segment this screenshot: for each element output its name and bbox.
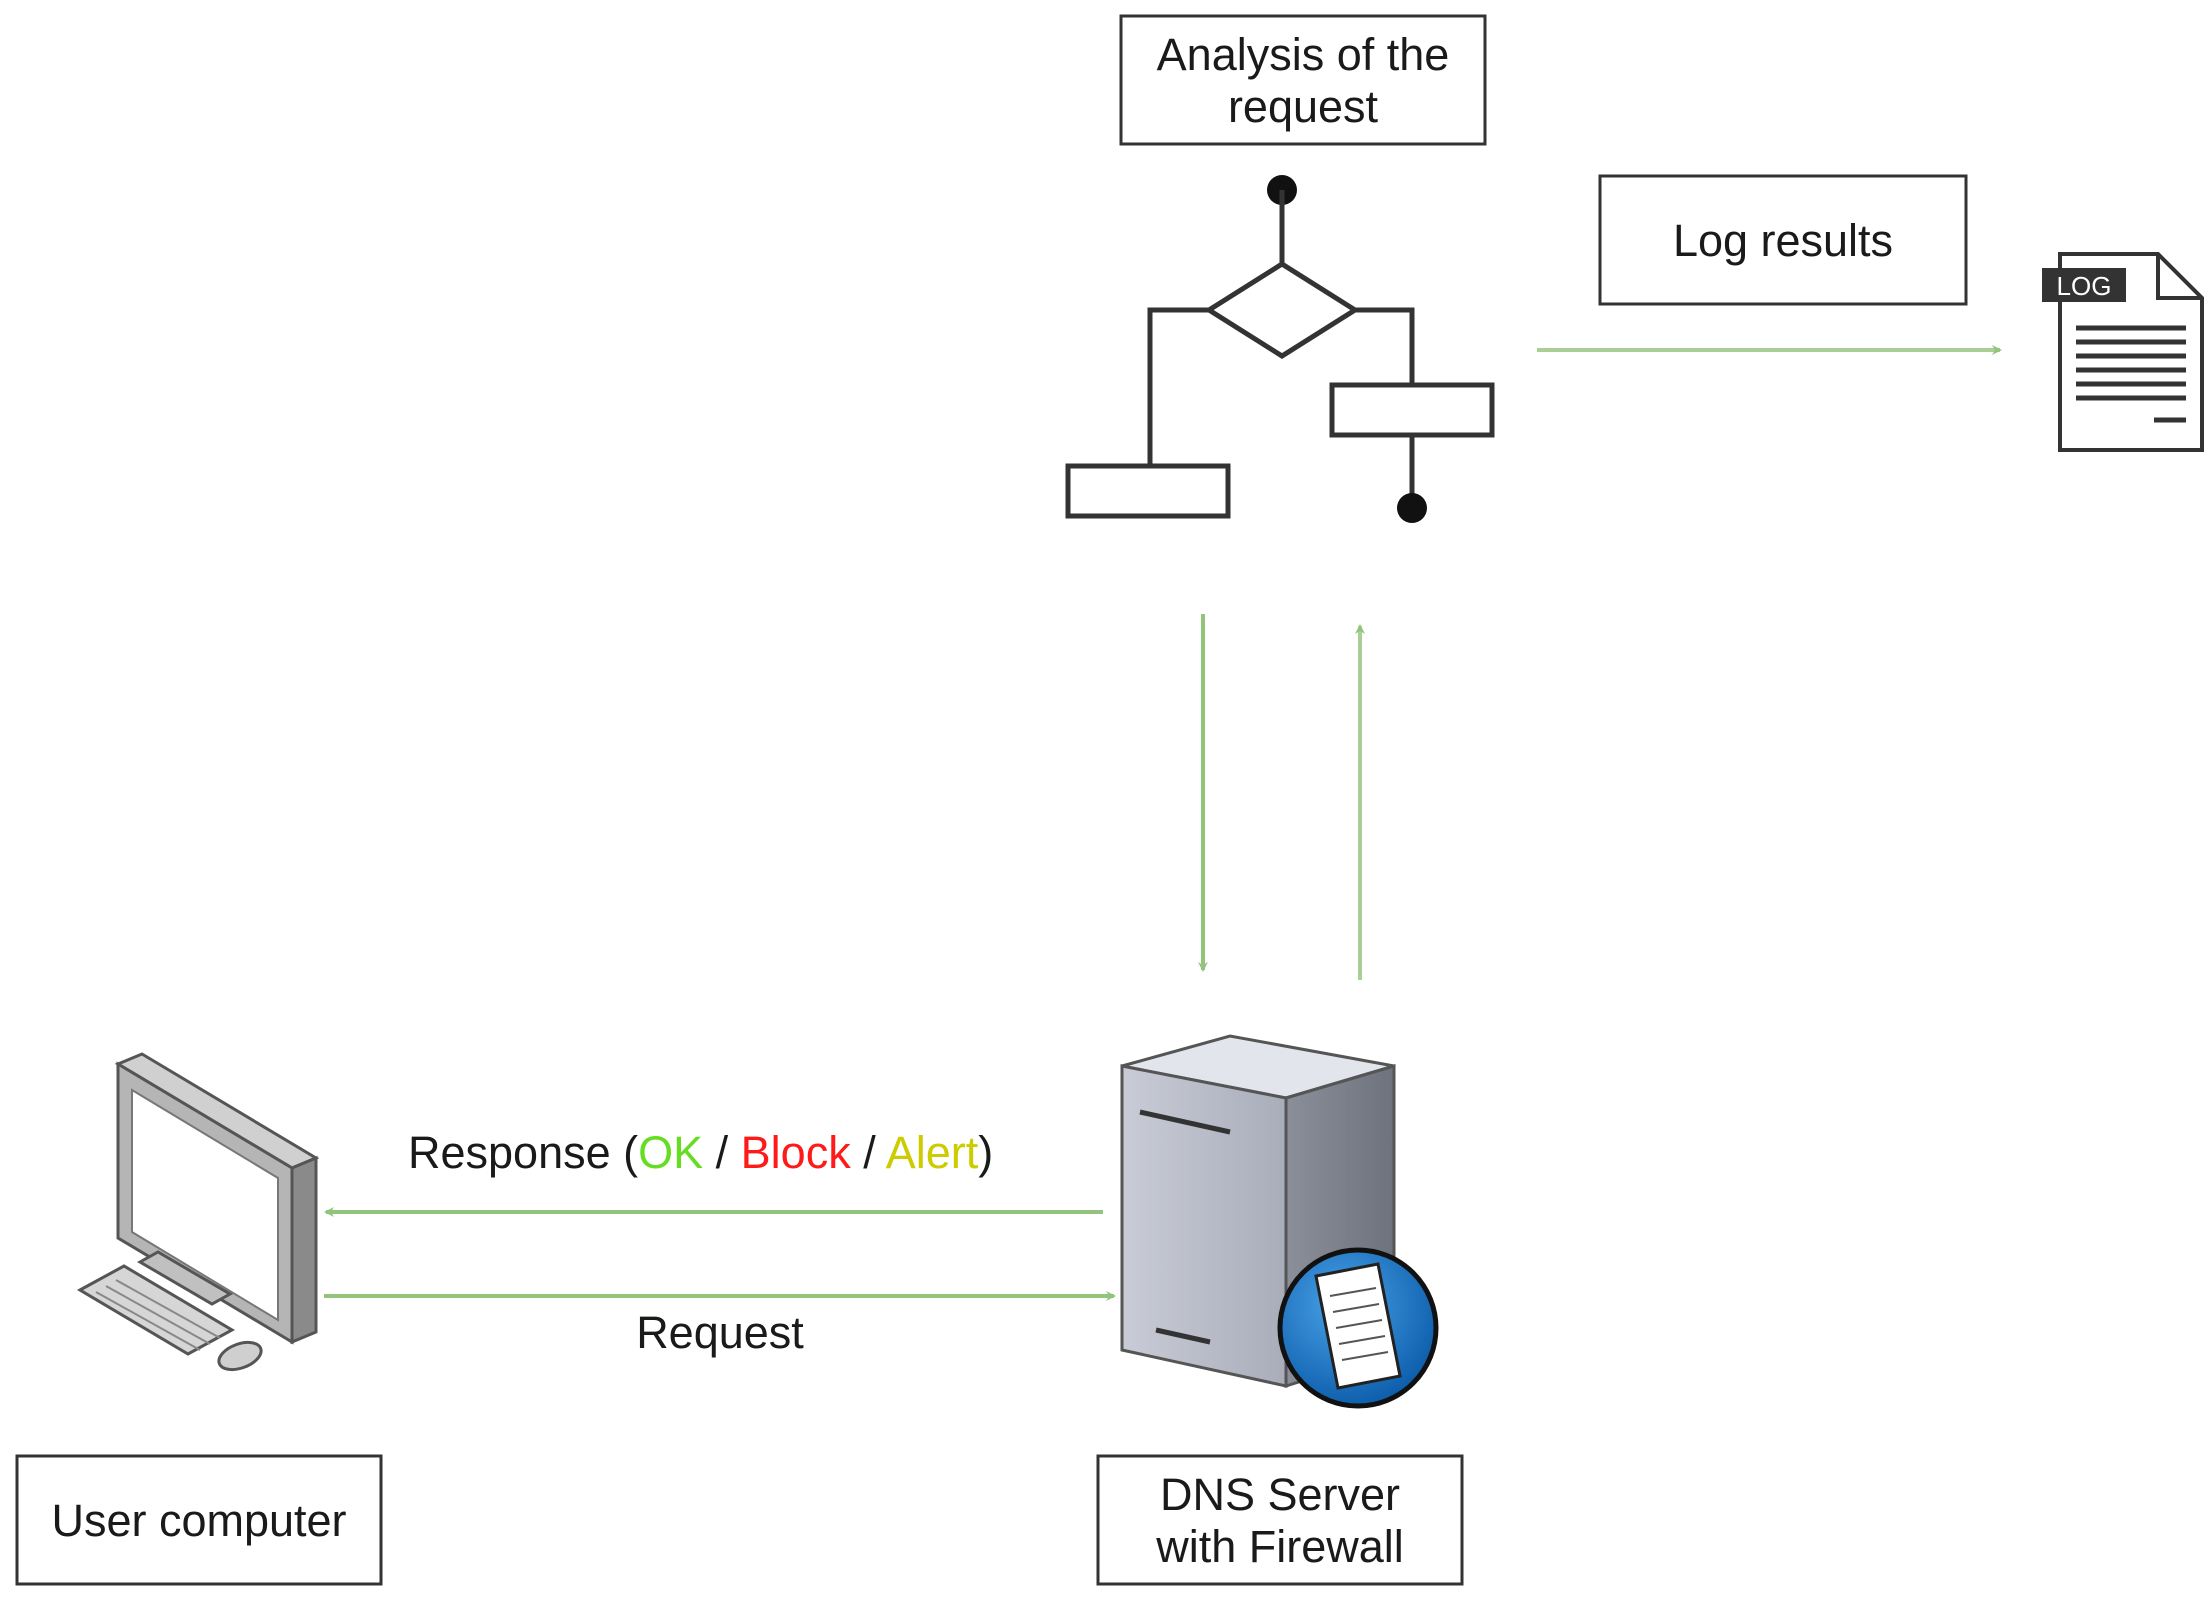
- response-sep1: /: [703, 1127, 741, 1178]
- response-suffix: ): [978, 1127, 993, 1178]
- dns-server-label-line2: with Firewall: [1155, 1521, 1404, 1572]
- response-alert: Alert: [886, 1127, 979, 1178]
- server-firewall-icon: [1120, 1034, 1439, 1409]
- flowchart-icon: [1065, 175, 1495, 523]
- user-computer-box: User computer: [15, 1454, 383, 1586]
- response-label: Response (OK / Block / Alert): [408, 1127, 993, 1178]
- desktop-computer-icon: [76, 1052, 320, 1372]
- log-tag: LOG: [2057, 271, 2112, 301]
- response-block: Block: [741, 1127, 852, 1178]
- user-computer-label: User computer: [51, 1495, 346, 1546]
- response-prefix: Response (: [408, 1127, 638, 1178]
- analysis-label-line1: Analysis of the: [1157, 29, 1450, 80]
- log-file-icon: LOG: [2042, 252, 2204, 452]
- analysis-label-line2: request: [1228, 81, 1379, 132]
- dns-server-label-line1: DNS Server: [1160, 1469, 1400, 1520]
- response-ok: OK: [638, 1127, 703, 1178]
- log-results-label: Log results: [1673, 215, 1893, 266]
- dns-server-box: DNS Server with Firewall: [1096, 1454, 1464, 1586]
- request-label: Request: [636, 1307, 804, 1358]
- analysis-box: Analysis of the request: [1119, 14, 1487, 146]
- response-sep2: /: [851, 1127, 886, 1178]
- log-results-box: Log results: [1598, 174, 1968, 306]
